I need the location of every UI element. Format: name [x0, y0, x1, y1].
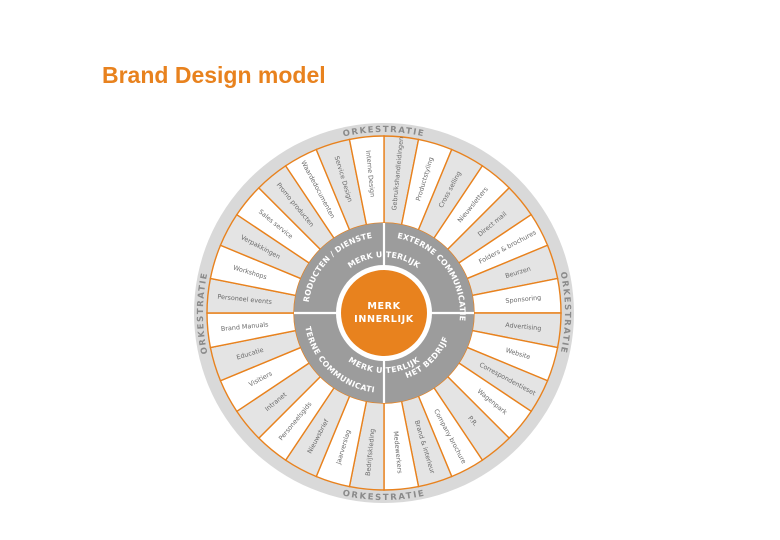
center-circle [341, 270, 427, 356]
segment-label: Advertising [505, 321, 542, 333]
slide-title: Brand Design model [102, 62, 326, 88]
inner-ring-dividers [294, 223, 474, 403]
orchestration-label: ORKESTRATIE [342, 488, 427, 503]
orchestration-label: ORKESTRATIE [342, 124, 426, 139]
center-label-line-1: MERK [367, 301, 400, 312]
center-label-line-2: INNERLIJK [354, 314, 414, 325]
segment-label: Sponsoring [505, 294, 541, 305]
orchestration-label: ORKESTRATIE [195, 271, 210, 355]
